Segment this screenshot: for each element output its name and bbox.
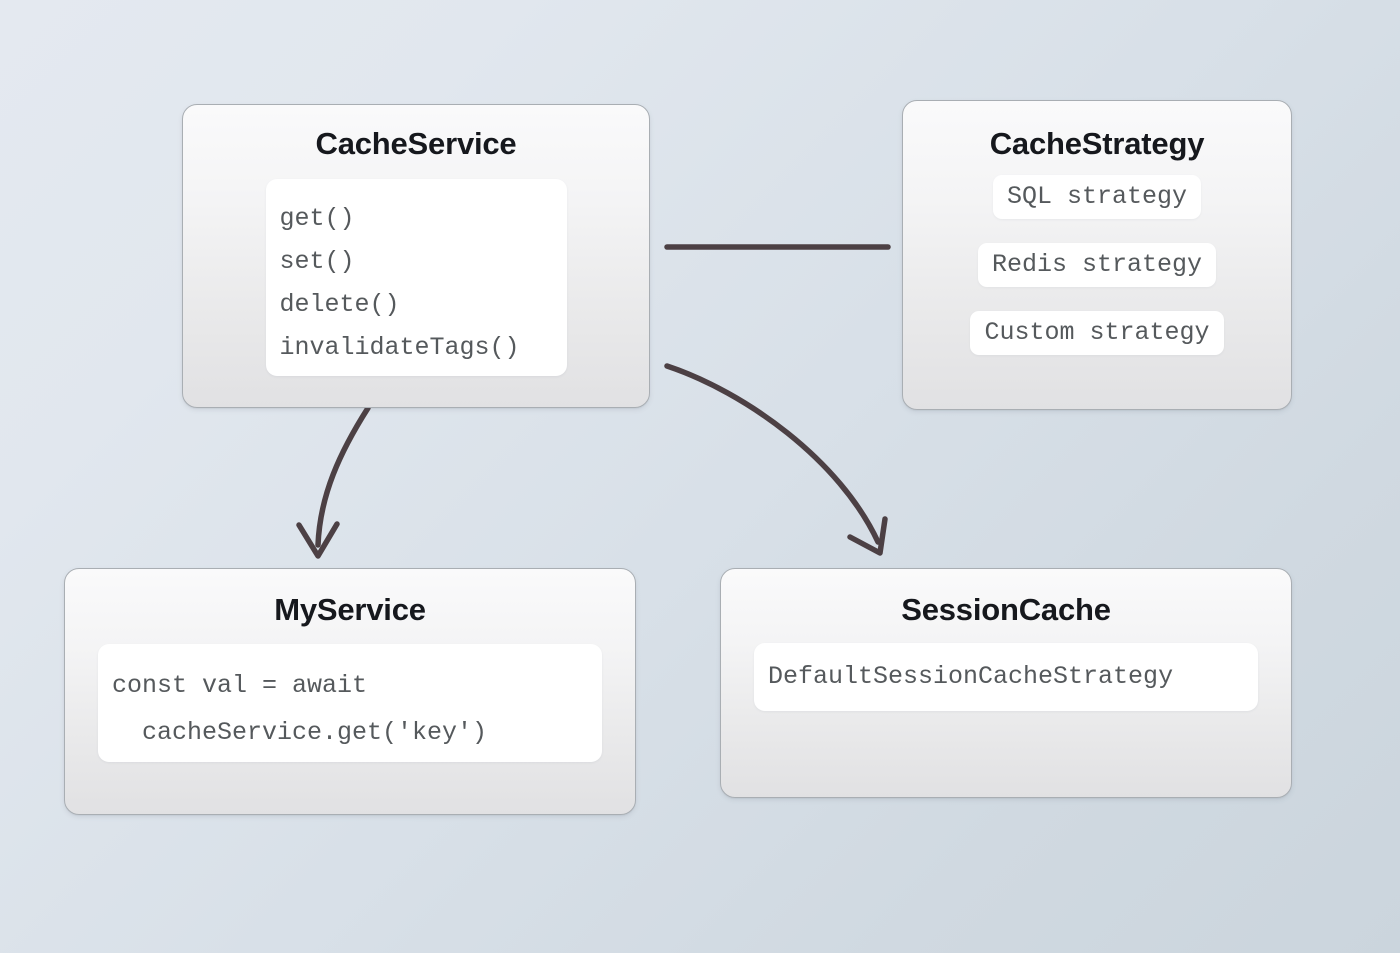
node-cacheservice-title: CacheService	[315, 126, 517, 161]
node-cachestrategy-title: CacheStrategy	[989, 126, 1205, 161]
node-sessioncache-code-panel: DefaultSessionCacheStrategy	[754, 643, 1258, 711]
node-myservice-title: MyService	[274, 592, 426, 627]
method-get: get()	[279, 204, 355, 233]
method-invalidatetags: invalidateTags()	[279, 333, 520, 362]
method-set: set()	[279, 247, 355, 276]
node-cacheservice[interactable]: CacheService get() set() delete() invali…	[182, 104, 650, 408]
arrowhead-myservice-icon	[296, 521, 340, 559]
code-line-1: const val = await	[112, 671, 368, 700]
node-myservice-code-panel: const val = await cacheService.get('key'…	[98, 644, 602, 762]
strategy-chip-sql: SQL strategy	[992, 175, 1201, 219]
code-line-default-strategy: DefaultSessionCacheStrategy	[768, 662, 1174, 691]
node-cacheservice-methods-panel: get() set() delete() invalidateTags()	[265, 179, 567, 376]
node-myservice[interactable]: MyService const val = await cacheService…	[64, 568, 636, 815]
node-sessioncache[interactable]: SessionCache DefaultSessionCacheStrategy	[720, 568, 1292, 798]
node-cachestrategy[interactable]: CacheStrategy SQL strategy Redis strateg…	[902, 100, 1292, 410]
node-sessioncache-title: SessionCache	[901, 592, 1111, 627]
connector-cacheservice-myservice	[315, 405, 371, 548]
strategy-chip-list: SQL strategy Redis strategy Custom strat…	[970, 175, 1224, 355]
arrowhead-sessioncache-icon	[847, 516, 888, 556]
connector-cacheservice-sessioncache	[664, 363, 881, 545]
strategy-chip-custom: Custom strategy	[970, 311, 1224, 355]
method-delete: delete()	[279, 290, 400, 319]
strategy-chip-redis: Redis strategy	[977, 243, 1217, 287]
code-line-2: cacheService.get('key')	[112, 718, 488, 747]
